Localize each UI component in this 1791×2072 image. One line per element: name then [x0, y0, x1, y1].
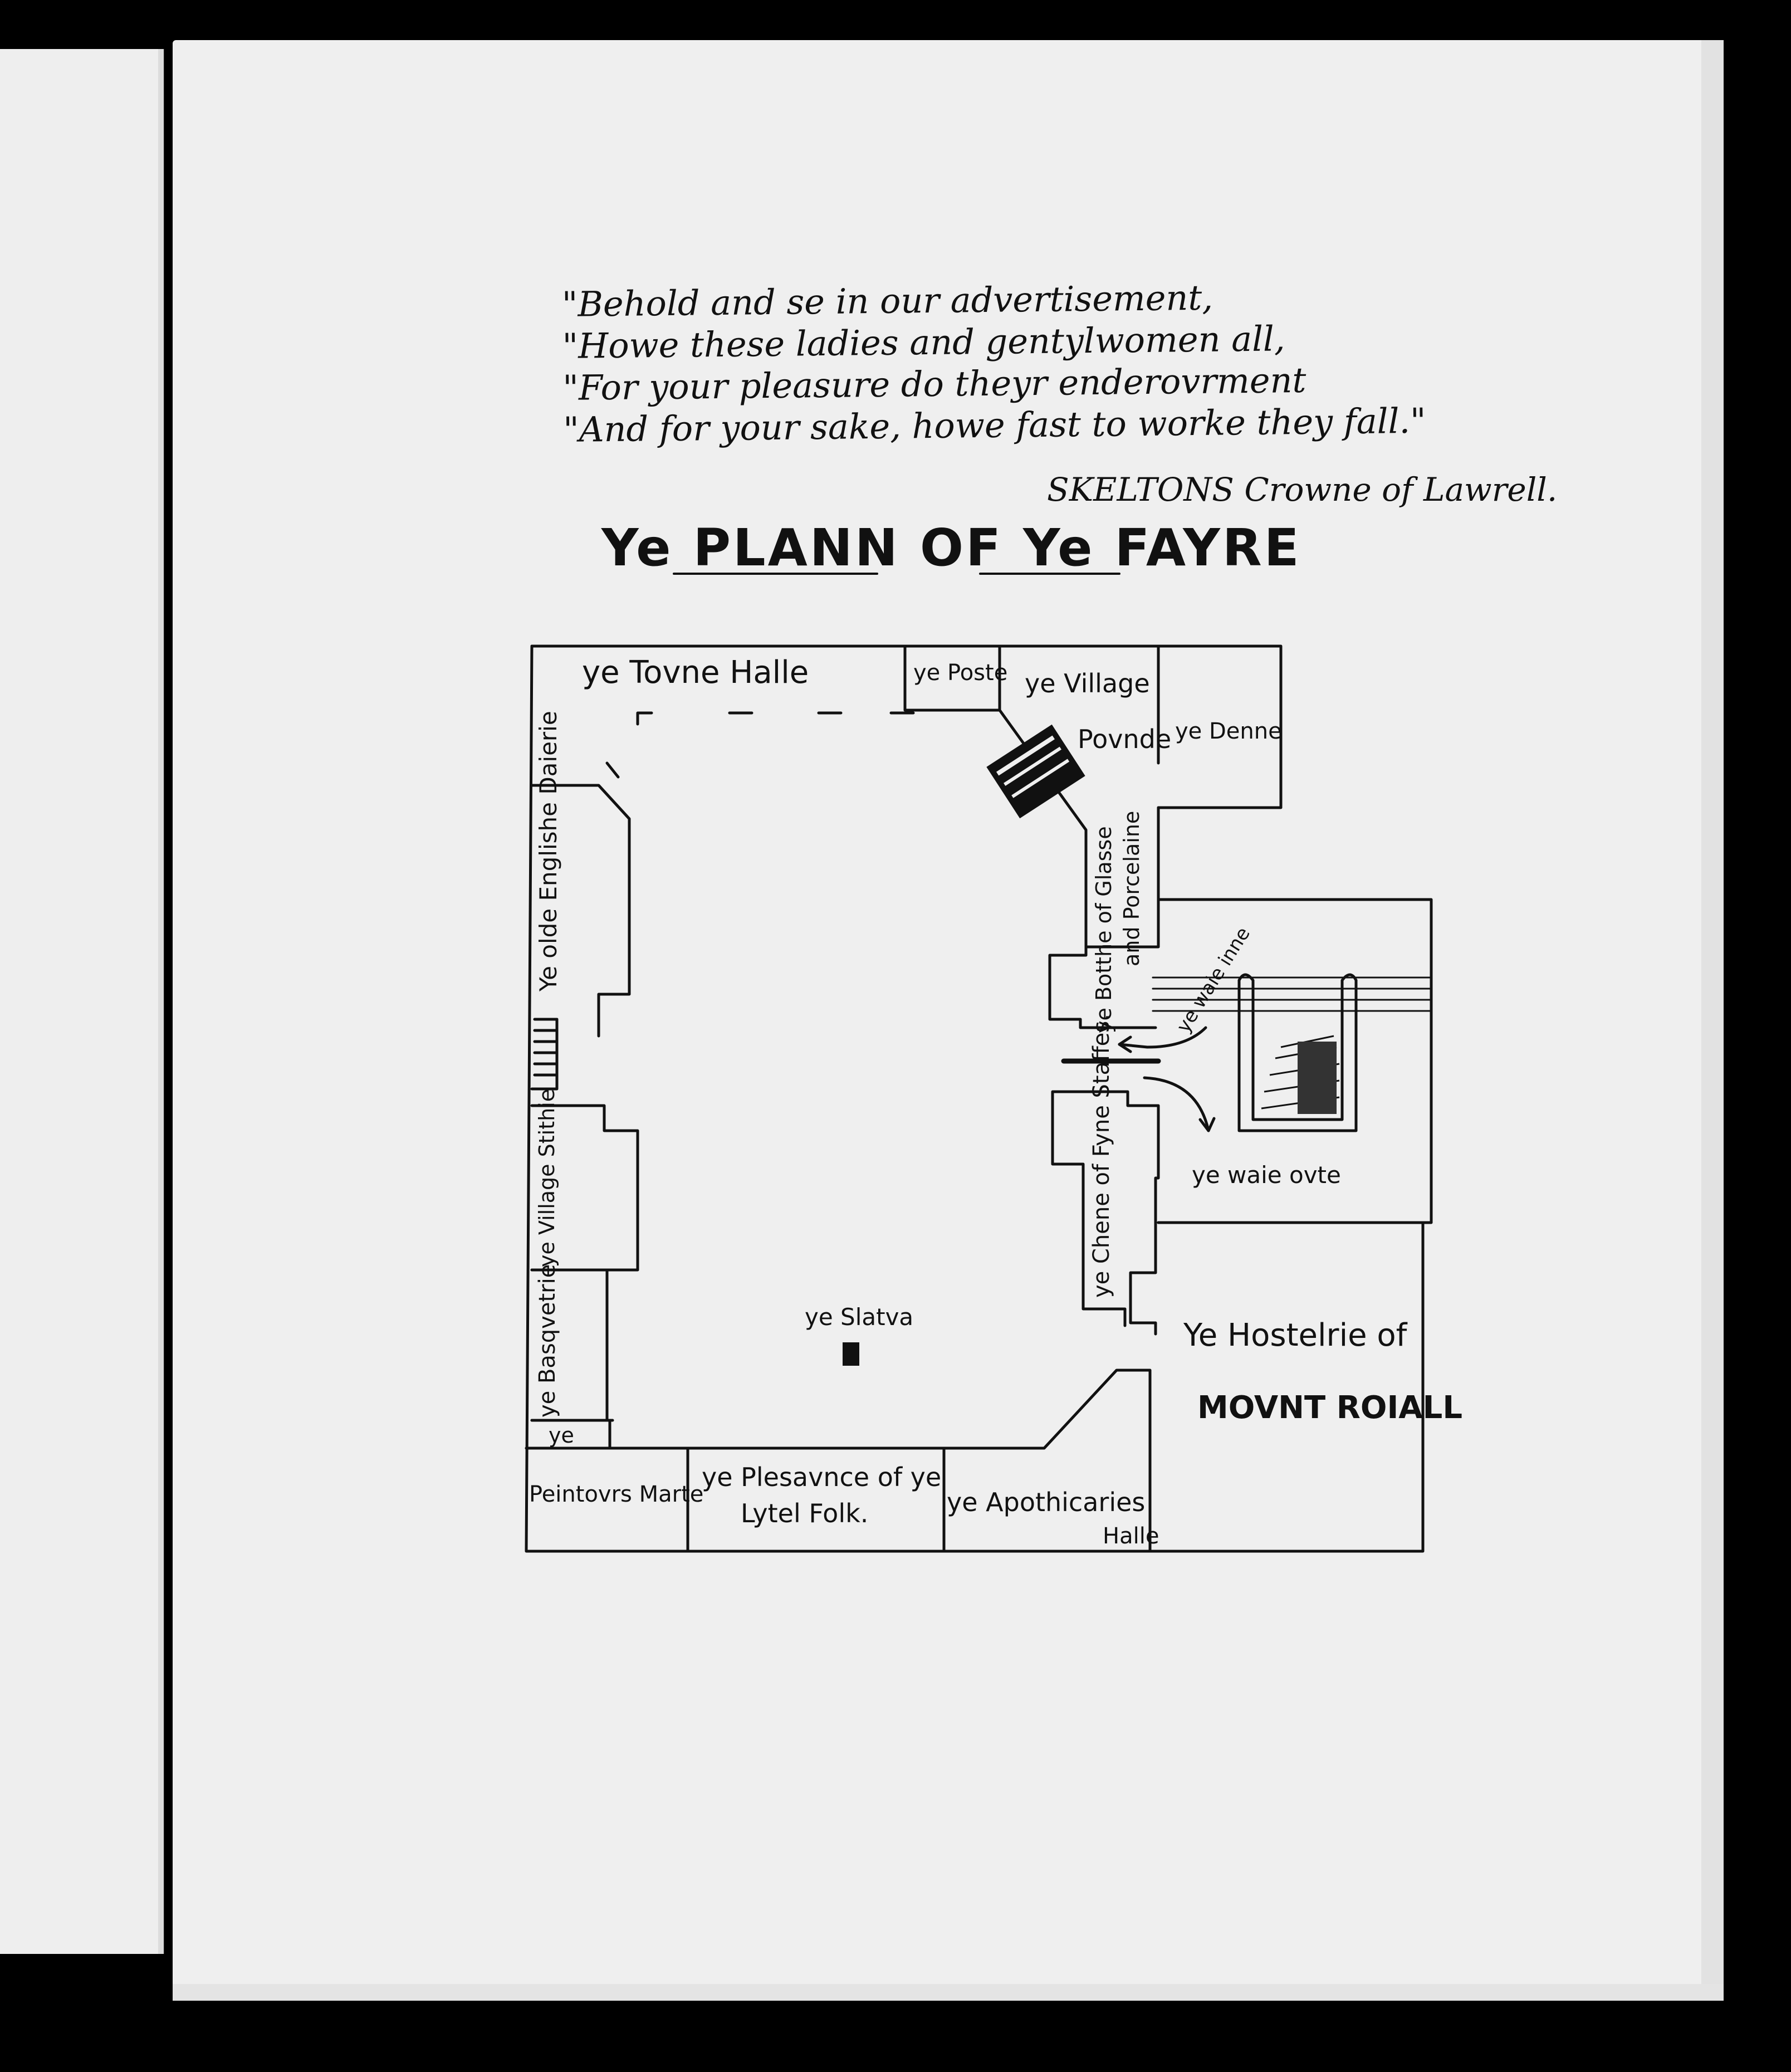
label-smithie: ye Village Stithie — [535, 1088, 559, 1267]
label-poste: ye Poste — [913, 660, 1008, 686]
label-plesavnce: ye Plesavnce of ye — [702, 1462, 942, 1492]
label-village-povnde-2: Povnde — [1078, 724, 1172, 754]
label-peintovrs-ye: ye — [549, 1423, 574, 1448]
label-basqvetrie: ye Basqvetrie — [535, 1264, 560, 1418]
label-porcelaine: and Porcelaine — [1119, 810, 1144, 966]
label-village-povnde: ye Village — [1025, 668, 1150, 698]
label-apothicaries-halle: Halle — [1103, 1523, 1159, 1549]
label-glasse: ye Botthe of Glasse — [1092, 826, 1116, 1033]
label-fyne-staffes: ye Chene of Fyne Staffes. — [1089, 1014, 1114, 1298]
poem-attribution: SKELTONS Crowne of Lawrell. — [1047, 471, 1558, 509]
label-lytel-folk: Lytel Folk. — [741, 1498, 869, 1528]
statue-marker — [843, 1342, 859, 1366]
page — [173, 40, 1724, 2001]
label-movnt-roiall: MOVNT ROIALL — [1197, 1390, 1462, 1426]
label-hostelrie: Ye Hostelrie of — [1183, 1317, 1407, 1353]
label-apothicaries: ye Apothicaries — [947, 1487, 1146, 1517]
label-waie-ovte: ye waie ovte — [1192, 1161, 1341, 1189]
plan-title: Ye PLANN OF Ye FAYRE — [601, 518, 1301, 578]
label-slatva: ye Slatva — [805, 1303, 914, 1331]
left-page-edge — [0, 49, 165, 1954]
label-daierie: Ye olde Englishe Daierie — [535, 711, 562, 991]
label-peintovrs-marte: Peintovrs Marte — [529, 1482, 704, 1507]
label-denne: ye Denne — [1175, 719, 1282, 744]
label-towne-halle: ye Tovne Halle — [582, 654, 809, 691]
